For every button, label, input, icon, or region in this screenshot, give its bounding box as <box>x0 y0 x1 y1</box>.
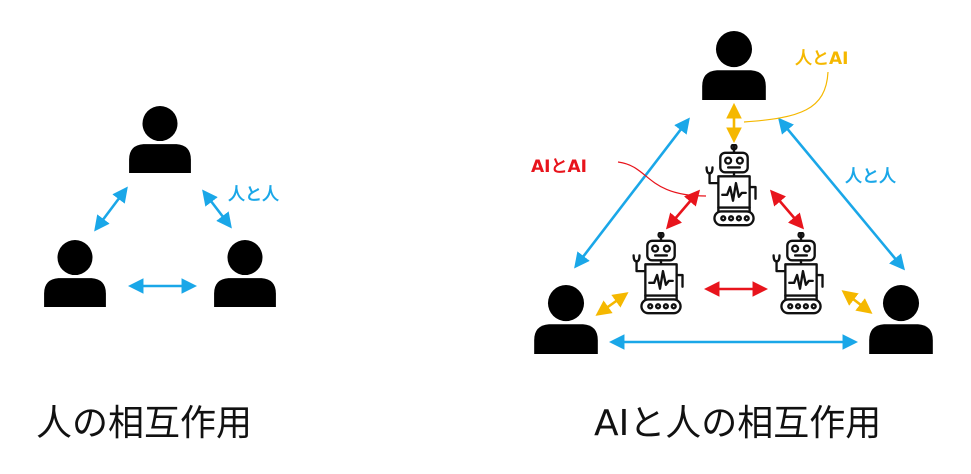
human-ai-arrow <box>841 290 873 314</box>
label-human-human: 人と人 <box>845 167 897 187</box>
person-icon <box>869 285 933 354</box>
person-icon <box>44 240 106 307</box>
left-diagram: 人と人 人の相互作用 <box>36 106 280 444</box>
ai-ai-arrow <box>665 189 701 230</box>
right-diagram: 人とAI AIとAI 人と人 AIと人の相互作用 <box>531 31 933 444</box>
person-icon <box>702 31 766 100</box>
caption-right: AIと人の相互作用 <box>594 403 881 444</box>
human-human-arrow <box>778 117 905 271</box>
person-icon <box>129 106 191 173</box>
label-ai-ai: AIとAI <box>531 157 587 177</box>
leader-human-ai <box>743 71 829 123</box>
label-human-human: 人と人 <box>228 185 280 205</box>
ai-ai-arrow <box>769 189 805 230</box>
human-ai-arrow <box>595 292 629 316</box>
caption-left: 人の相互作用 <box>36 403 252 444</box>
person-icon <box>534 285 598 354</box>
robot-icon <box>705 144 757 227</box>
leader-ai-ai <box>617 161 707 197</box>
robot-icon <box>632 232 684 315</box>
human-human-arrow <box>94 186 128 232</box>
person-icon <box>214 240 276 307</box>
robot-icon <box>772 232 824 315</box>
label-human-ai: 人とAI <box>795 49 848 69</box>
human-human-arrow <box>202 189 232 229</box>
human-human-arrow <box>574 117 690 269</box>
